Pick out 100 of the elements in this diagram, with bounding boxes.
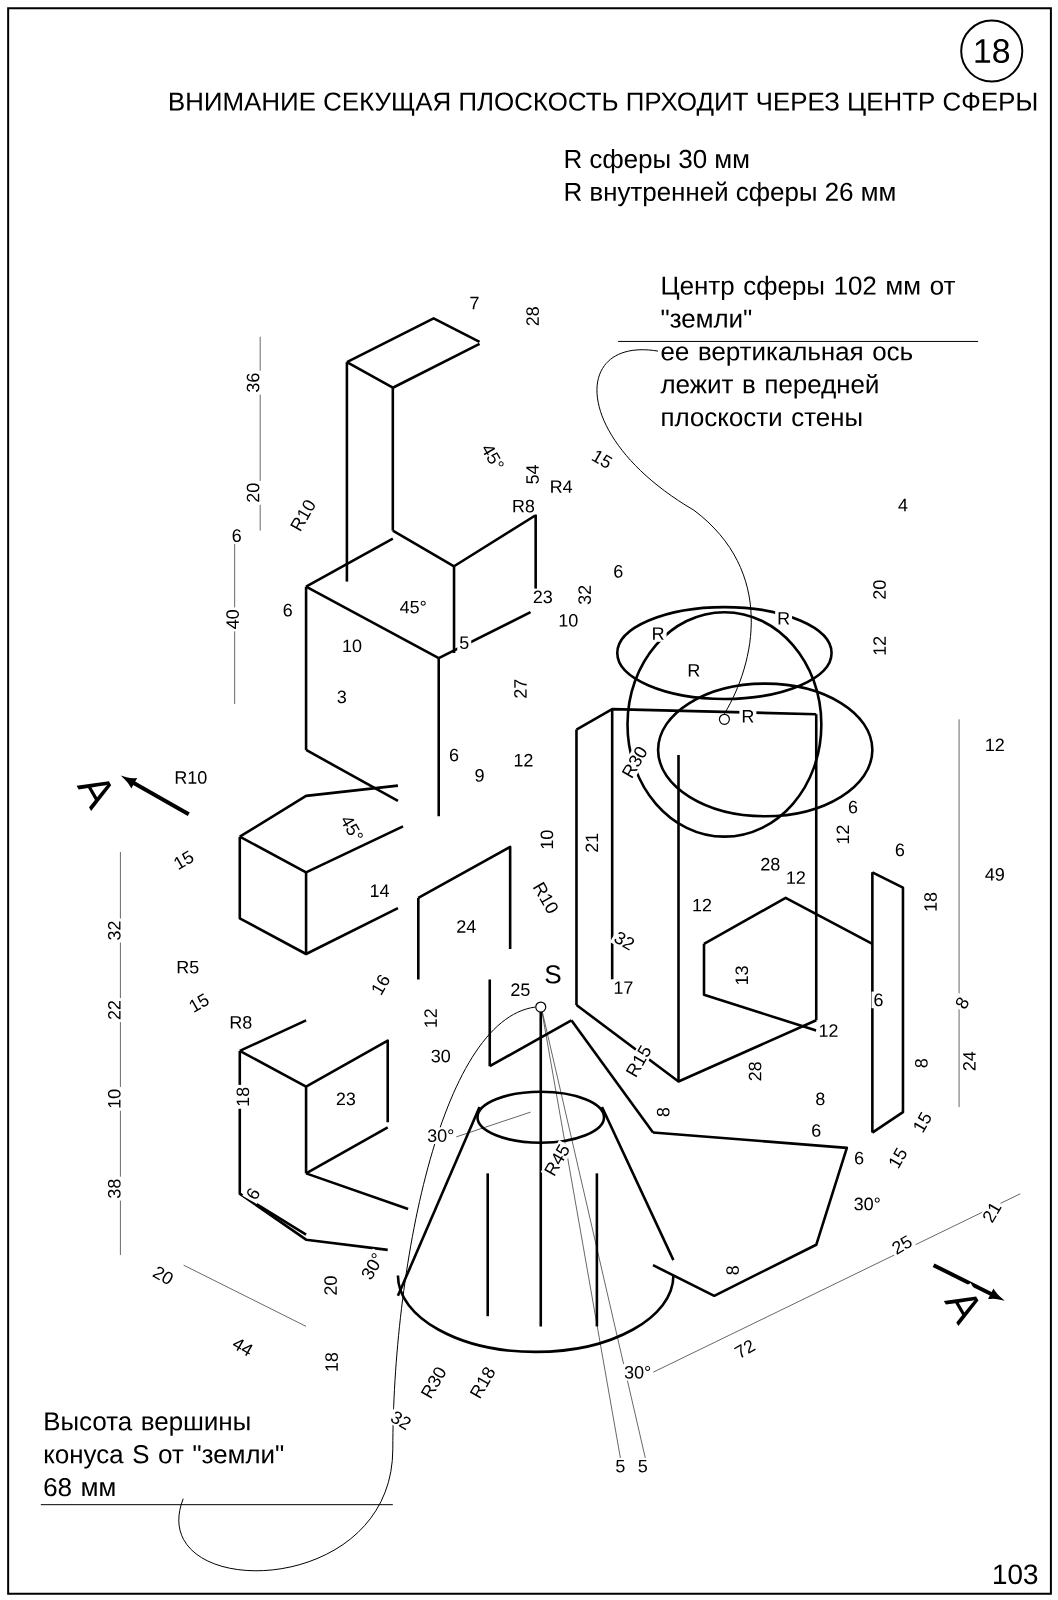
- dimension-label: 6: [852, 1149, 867, 1167]
- dimension-label: 24: [454, 918, 479, 935]
- section-letter: А: [941, 1283, 988, 1329]
- dimension-label: 15: [169, 847, 199, 874]
- dimension-label: 23: [333, 1090, 358, 1108]
- dimension-label: 6: [229, 527, 244, 544]
- dimension-label: 6: [242, 1183, 264, 1204]
- dimension-label: 32: [105, 918, 123, 943]
- center-point: [718, 713, 730, 725]
- dimension-label: 6: [846, 798, 860, 816]
- dimension-label: 36: [244, 370, 262, 395]
- dimension-label: 40: [224, 607, 241, 632]
- leader-line: [596, 349, 752, 715]
- dimension-label: 15: [884, 1143, 911, 1173]
- dimension-label: 22: [106, 998, 123, 1023]
- dimension-label: R: [685, 662, 703, 679]
- dimension-label: 6: [280, 601, 295, 619]
- leader-line: [178, 1006, 536, 1571]
- dimension-label: 15: [184, 989, 214, 1017]
- dimension-label: 28: [746, 1059, 764, 1084]
- dimension-label: 8: [913, 1056, 930, 1071]
- dimension-label: 8: [724, 1263, 741, 1278]
- dimension-label: R: [739, 708, 757, 725]
- dimension-label: 12: [511, 751, 536, 769]
- dimension-label: 8: [654, 1105, 672, 1120]
- dimension-label: 30°: [851, 1195, 883, 1213]
- dimension-label: 18: [922, 890, 939, 914]
- dimension-label: 25: [508, 981, 533, 999]
- dimension-label: 45°: [477, 439, 508, 475]
- title: ВНИМАНИЕ СЕКУЩАЯ ПЛОСКОСТЬ ПРХОДИТ ЧЕРЕЗ ЦЕНТР СФЕРЫ: [170, 92, 1037, 116]
- dimension-label: 10: [556, 612, 581, 629]
- dimension-label: 4: [896, 496, 910, 514]
- dimension-label: 10: [105, 1086, 123, 1111]
- dimension-label: 14: [367, 882, 392, 899]
- dimension-label: R4: [547, 478, 575, 495]
- dimension-label: 44: [228, 1333, 258, 1360]
- dimension-label: 15: [909, 1107, 936, 1137]
- dimension-label: R8: [227, 1014, 255, 1031]
- dimension-label: 5: [457, 634, 472, 652]
- dimension-label: 3: [334, 688, 349, 706]
- dimension-label: 7: [467, 294, 482, 312]
- dimension-label: 24: [961, 1049, 978, 1074]
- dimension-label: 12: [422, 1006, 439, 1031]
- dimension-label: 12: [816, 1022, 841, 1039]
- note: Высота вершины конуса S от "земли" 68 мм: [44, 1412, 284, 1497]
- dimension-label: 28: [758, 855, 783, 873]
- dimension-label: 21: [583, 830, 601, 855]
- dimension-label: 12: [834, 822, 851, 847]
- dimension-label: 20: [322, 1273, 339, 1298]
- dimension-label: R: [649, 625, 667, 642]
- dimension-label: 32: [386, 1407, 416, 1434]
- dimension-label: 6: [809, 1122, 824, 1139]
- dimension-label: 13: [733, 963, 751, 988]
- dimension-label: 20: [244, 480, 262, 505]
- dimension-label: 30: [428, 1047, 453, 1065]
- dimension-label: 49: [982, 866, 1007, 883]
- dimension-label: 5: [635, 1457, 650, 1475]
- dimension-label: 15: [587, 446, 617, 473]
- dimension-label: 30°: [622, 1363, 654, 1381]
- dimension-label: 18: [323, 1350, 340, 1375]
- dimension-label: 16: [367, 970, 394, 1000]
- dimension-label: 6: [892, 841, 907, 859]
- dimension-label: 9: [472, 767, 487, 784]
- dimension-label: 23: [530, 588, 555, 606]
- dimension-label: 17: [611, 979, 636, 996]
- point-label: S: [542, 963, 564, 986]
- dimension-label: 32: [576, 582, 593, 607]
- dimension-label: 6: [611, 563, 626, 580]
- dimension-label: 18: [234, 1084, 252, 1109]
- dimension-label: 8: [813, 1090, 828, 1108]
- dimension-label: 20: [148, 1262, 178, 1289]
- dimension-label: R5: [174, 959, 202, 976]
- dimension-label: 27: [512, 676, 529, 701]
- dimension-label: 10: [340, 637, 364, 655]
- note: Центр сферы 102 мм от "земли" ее вертикальная ось лежит в передней плоскости стены: [660, 275, 955, 427]
- dimension-label: 32: [609, 927, 639, 954]
- dimension-label: 45°: [337, 810, 367, 847]
- dimension-label: R10: [172, 769, 210, 786]
- dimension-label: 6: [447, 746, 462, 764]
- dimension-label: 28: [524, 304, 541, 329]
- dimension-label: 45°: [397, 598, 429, 616]
- dimension-label: 12: [783, 869, 808, 886]
- dimension-label: 25: [887, 1231, 917, 1258]
- dimension-label: 21: [978, 1197, 1005, 1227]
- dimension-label: R8: [509, 497, 537, 515]
- dimension-label: 10: [538, 827, 556, 852]
- center-point: [535, 1001, 547, 1013]
- dimension-label: 12: [871, 633, 888, 658]
- dimension-label: 12: [690, 896, 714, 914]
- dimension-label: 54: [524, 462, 541, 487]
- dimension-label: 8: [951, 992, 973, 1014]
- dimension-label: 30°: [425, 1127, 457, 1144]
- dimension-label: 5: [613, 1457, 628, 1475]
- page-number: 103: [989, 1562, 1041, 1587]
- dimension-label: R: [775, 610, 793, 627]
- dimension-label: 12: [982, 736, 1007, 754]
- dimension-label: 20: [871, 577, 888, 602]
- note: R внутренней сферы 26 мм: [561, 179, 899, 209]
- note: R сферы 30 мм: [561, 147, 752, 176]
- dimension-label: 72: [730, 1335, 760, 1362]
